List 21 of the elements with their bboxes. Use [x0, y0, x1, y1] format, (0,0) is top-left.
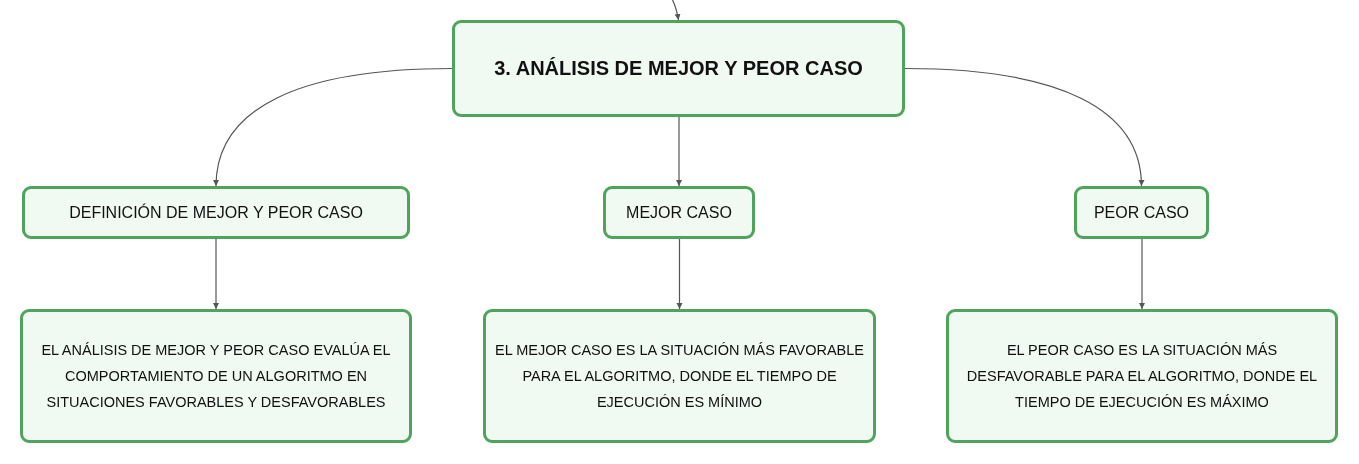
- topic-text: EL ANÁLISIS DE MEJOR Y PEOR CASO EVALÚA EL COMPORTAMIENTO DE UN ALGORITMO EN SITUACIONES FAVORABLES Y DESFAVORABLES: [40, 341, 392, 412]
- connector-arrow: [213, 67, 453, 187]
- topic-text: EL MEJOR CASO ES LA SITUACIÓN MÁS FAVORABLE PARA EL ALGORITMO, DONDE EL TIEMPO DE EJECUCIÓN ES MÍNIMO: [493, 341, 865, 412]
- topic-text: PEOR CASO: [1092, 203, 1191, 222]
- topic-box: [452, 20, 905, 117]
- topic-box: [22, 186, 410, 239]
- topic-box: [946, 309, 1338, 443]
- topic-text: MEJOR CASO: [625, 203, 733, 222]
- topic-text: DEFINICIÓN DE MEJOR Y PEOR CASO: [68, 203, 364, 222]
- topic-box: [1074, 186, 1209, 239]
- connector-arrow: [904, 67, 1144, 187]
- connector-arrow: [676, 116, 682, 187]
- topic-box: [483, 309, 876, 443]
- topic-box: [603, 186, 755, 239]
- topic-text: 3. ANÁLISIS DE MEJOR Y PEOR CASO: [493, 57, 864, 80]
- connector-arrow: [676, 238, 683, 310]
- connector-arrow: [213, 238, 219, 310]
- connector-arrow: [671, 0, 681, 21]
- connector-arrow: [1139, 238, 1145, 310]
- topic-box: [20, 309, 412, 443]
- topic-text: EL PEOR CASO ES LA SITUACIÓN MÁS DESFAVORABLE PARA EL ALGORITMO, DONDE EL TIEMPO DE EJECUCIÓN ES MÁXIMO: [965, 341, 1319, 412]
